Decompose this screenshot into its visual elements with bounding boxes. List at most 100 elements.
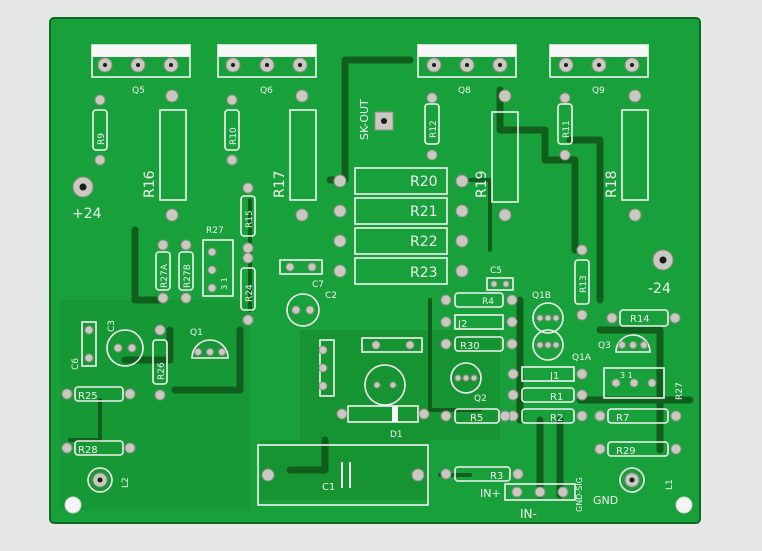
input-connector: IN+ IN- GND-SIG GND <box>480 477 618 521</box>
label-l1: L1 <box>665 479 675 490</box>
transistor-q9: Q9 <box>549 44 649 96</box>
resistor-r28: R28 <box>61 440 136 456</box>
trimmer-r27-right: 3 1 R27 <box>603 367 685 400</box>
label-q5: Q5 <box>132 86 145 96</box>
label-q8: Q8 <box>458 86 471 96</box>
capacitor-c2: C2 <box>286 291 337 327</box>
transistor-q6: Q6 <box>217 44 317 96</box>
inductor-l2: L2 <box>87 467 131 493</box>
resistor-r2: R2 <box>507 408 588 424</box>
label-gnd-sig: GND-SIG <box>575 477 584 512</box>
label-r19: R19 <box>474 170 490 198</box>
resistor-r1: R1 <box>507 387 588 403</box>
label-q1b: Q1B <box>532 291 551 301</box>
resistor-r3: R3 <box>440 466 524 482</box>
power-pad-plus24: +24 <box>72 176 102 222</box>
label-r15: R15 <box>245 210 255 228</box>
sk-out-pad: SK-OUT <box>358 99 394 140</box>
label-c2: C2 <box>325 291 337 301</box>
label-l2: L2 <box>121 477 131 488</box>
label-in-plus: IN+ <box>480 487 501 500</box>
label-c1: C1 <box>322 482 335 493</box>
label-r4: R4 <box>482 297 494 307</box>
resistor-r9: R9 <box>92 94 108 166</box>
label-r21: R21 <box>410 204 438 220</box>
label-r1: R1 <box>550 392 563 403</box>
label-q9: Q9 <box>592 86 605 96</box>
trimmer-r27: R27 3 1 <box>202 226 234 297</box>
resistor-r15: R15 <box>240 182 256 254</box>
label-r17: R17 <box>272 170 288 198</box>
label-r28: R28 <box>78 445 98 456</box>
resistor-r22: R22 <box>333 227 469 255</box>
label-sk-out: SK-OUT <box>358 99 371 140</box>
label-j2: J2 <box>457 319 467 330</box>
transistor-q2: Q2 <box>450 362 487 404</box>
label-r5: R5 <box>470 413 483 424</box>
label-r27b: R27B <box>183 264 193 288</box>
transistor-q1b: Q1B <box>532 291 564 334</box>
label-r18: R18 <box>604 170 620 198</box>
resistor-r26: R26 <box>152 324 168 401</box>
label-q3: Q3 <box>598 341 611 351</box>
inductor-l1: L1 <box>619 467 675 493</box>
resistor-r7: R7 <box>594 408 682 424</box>
resistor-r27a: R27A <box>155 239 171 304</box>
label-plus24: +24 <box>72 206 102 222</box>
transistor-q1a: Q1A <box>532 329 592 363</box>
label-minus24: -24 <box>648 281 671 297</box>
label-r30: R30 <box>460 341 480 352</box>
capacitor-c1: C1 <box>257 444 429 506</box>
label-r9: R9 <box>97 133 107 145</box>
label-r12: R12 <box>429 120 439 138</box>
resistor-r19: R19 <box>474 89 519 222</box>
label-r13: R13 <box>579 275 589 293</box>
label-r22: R22 <box>410 234 438 250</box>
label-r10: R10 <box>229 127 239 145</box>
transistor-q5: Q5 <box>91 44 191 96</box>
resistor-r20: R20 <box>333 167 469 195</box>
resistor-r24: R24 <box>240 252 256 326</box>
label-r27: R27 <box>206 226 224 236</box>
resistor-r4: R4 <box>440 292 518 308</box>
transistor-q8: Q8 <box>417 44 517 96</box>
capacitor-c7: C7 <box>279 259 324 290</box>
transistor-q1: Q1 <box>190 328 229 359</box>
label-c7: C7 <box>312 280 324 290</box>
label-c6: C6 <box>71 358 81 370</box>
resistor-r21: R21 <box>333 197 469 225</box>
trim-marks-left: 3 1 <box>220 277 229 290</box>
label-r23: R23 <box>410 265 438 281</box>
label-q1: Q1 <box>190 328 203 338</box>
resistor-r11: R11 <box>557 92 573 161</box>
capacitor-c5: C5 <box>486 266 514 291</box>
label-c5: C5 <box>490 266 502 276</box>
capacitor-c3: C3 <box>106 320 144 367</box>
label-j1: J1 <box>549 371 559 382</box>
jumper-j1: J1 <box>507 366 588 382</box>
label-r29: R29 <box>616 446 636 457</box>
label-r3: R3 <box>490 471 503 482</box>
resistor-r10: R10 <box>224 94 240 166</box>
label-d1: D1 <box>390 430 403 440</box>
jumper-j2: J2 <box>440 314 518 330</box>
label-in-minus: IN- <box>520 507 537 521</box>
resistor-r16: R16 <box>142 89 187 222</box>
resistor-r5: R5 <box>440 408 511 424</box>
label-q6: Q6 <box>260 86 273 96</box>
label-gnd: GND <box>593 494 618 507</box>
traces <box>68 56 694 499</box>
resistor-r17: R17 <box>272 89 317 222</box>
label-r27a: R27A <box>160 263 170 288</box>
transistor-q3: Q3 <box>598 334 651 353</box>
capacitor-c6: C6 <box>71 321 97 370</box>
label-r7: R7 <box>616 413 629 424</box>
label-q1a: Q1A <box>572 353 592 363</box>
label-c3: C3 <box>107 320 117 332</box>
resistor-r12: R12 <box>424 92 440 161</box>
label-r16: R16 <box>142 170 158 198</box>
pcb-edge <box>49 17 701 524</box>
label-r14: R14 <box>630 314 650 325</box>
resistor-r25: R25 <box>61 386 136 402</box>
